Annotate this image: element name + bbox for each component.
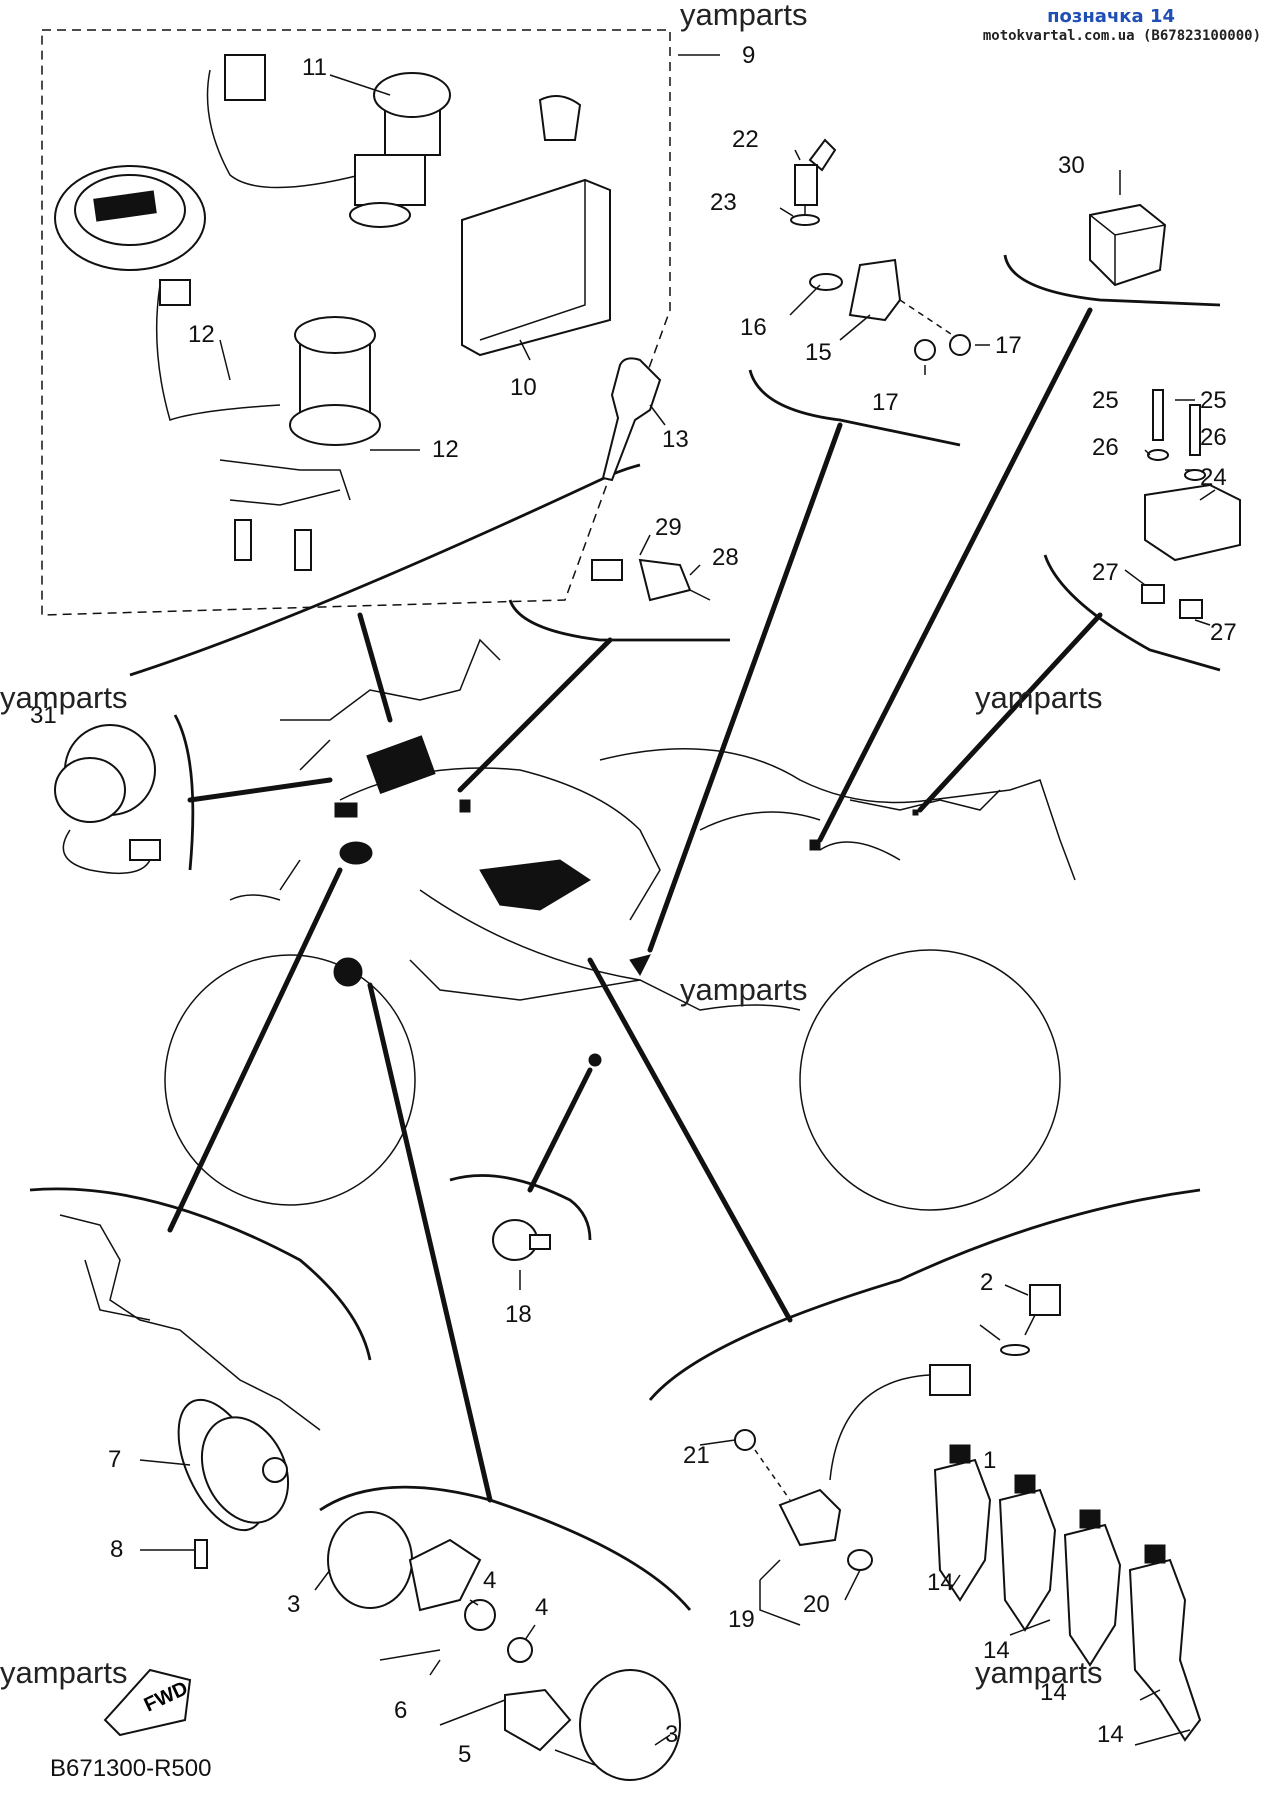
callout-27b: 27 <box>1210 619 1237 646</box>
callout-17b: 17 <box>872 389 899 416</box>
callout-14b: 14 <box>983 1637 1010 1664</box>
callout-3b: 3 <box>665 1721 678 1748</box>
callout-10: 10 <box>510 374 537 401</box>
callout-leaders <box>139 54 1216 1746</box>
callout-4b: 4 <box>535 1594 548 1621</box>
callout-26b: 26 <box>1200 424 1227 451</box>
callout-29: 29 <box>655 514 682 541</box>
callout-25b: 25 <box>1200 387 1227 414</box>
callout-19: 19 <box>728 1606 755 1633</box>
callout-11: 11 <box>302 54 327 81</box>
sensor-2-part <box>1000 1284 1061 1356</box>
callout-18: 18 <box>505 1301 532 1328</box>
callout-22: 22 <box>732 126 759 153</box>
sensor-24-part <box>1141 389 1241 619</box>
callout-20: 20 <box>803 1591 830 1618</box>
callout-28: 28 <box>712 544 739 571</box>
callout-27a: 27 <box>1092 559 1119 586</box>
callout-14c: 14 <box>1040 1679 1067 1706</box>
callout-4a: 4 <box>483 1567 496 1594</box>
diagram-code: B671300-R500 <box>50 1755 212 1782</box>
fwd-arrow: FWD <box>103 1668 191 1737</box>
callout-7: 7 <box>108 1446 121 1473</box>
source-caption: motokvartal.com.ua (B67823100000) <box>982 28 1261 44</box>
horn-7-part <box>177 1398 290 1569</box>
callout-5: 5 <box>458 1741 471 1768</box>
watermark: yamparts <box>680 972 808 1007</box>
ignition-group <box>41 29 671 616</box>
callout-3a: 3 <box>287 1591 300 1618</box>
callout-14a: 14 <box>927 1569 954 1596</box>
callout-8: 8 <box>110 1536 123 1563</box>
ecu-part <box>461 178 611 357</box>
callout-24: 24 <box>1200 464 1227 491</box>
center-markers <box>333 735 919 1067</box>
panel-leaders <box>29 254 1221 1611</box>
callout-6: 6 <box>394 1697 407 1724</box>
sensor-28-part <box>591 558 711 602</box>
watermark: yamparts <box>975 1655 1103 1690</box>
callout-25a: 25 <box>1092 387 1119 414</box>
callout-12b: 12 <box>432 436 459 463</box>
callout-15: 15 <box>805 339 832 366</box>
watermark: yamparts <box>0 1655 128 1690</box>
callout-31: 31 <box>30 702 57 729</box>
watermark: yamparts <box>0 680 128 715</box>
bracket-part <box>59 1214 321 1431</box>
key-part <box>601 357 662 482</box>
relay-30-part <box>1089 203 1167 287</box>
callout-13: 13 <box>662 426 689 453</box>
watermark: yamparts <box>680 0 808 32</box>
callout-26a: 26 <box>1092 434 1119 461</box>
callout-2: 2 <box>980 1269 993 1296</box>
callout-labels: 1 2 3 3 4 4 5 6 7 8 9 10 11 12 12 13 14 … <box>30 42 1237 1768</box>
callout-12a: 12 <box>188 321 215 348</box>
callout-30: 30 <box>1058 152 1085 179</box>
sensor-15-part <box>809 258 971 361</box>
page-title: позначка 14 <box>1047 6 1175 27</box>
sensor-22-part <box>790 138 837 226</box>
callout-21: 21 <box>683 1442 710 1469</box>
fuel-cap-part <box>54 165 206 271</box>
motorcycle-outline <box>164 638 1076 1211</box>
main-switch-part <box>155 54 451 571</box>
callout-17a: 17 <box>995 332 1022 359</box>
callout-1: 1 <box>983 1447 996 1474</box>
injectors-part <box>933 1444 1202 1742</box>
callout-9: 9 <box>742 42 755 69</box>
callout-16: 16 <box>740 314 767 341</box>
callout-23: 23 <box>710 189 737 216</box>
sensor-19-part <box>734 1364 971 1571</box>
switch-18-part <box>492 1219 551 1261</box>
watermark: yamparts <box>975 680 1103 715</box>
horn-3-part <box>327 1511 681 1781</box>
callout-14d: 14 <box>1097 1721 1124 1748</box>
part-31 <box>54 724 161 875</box>
